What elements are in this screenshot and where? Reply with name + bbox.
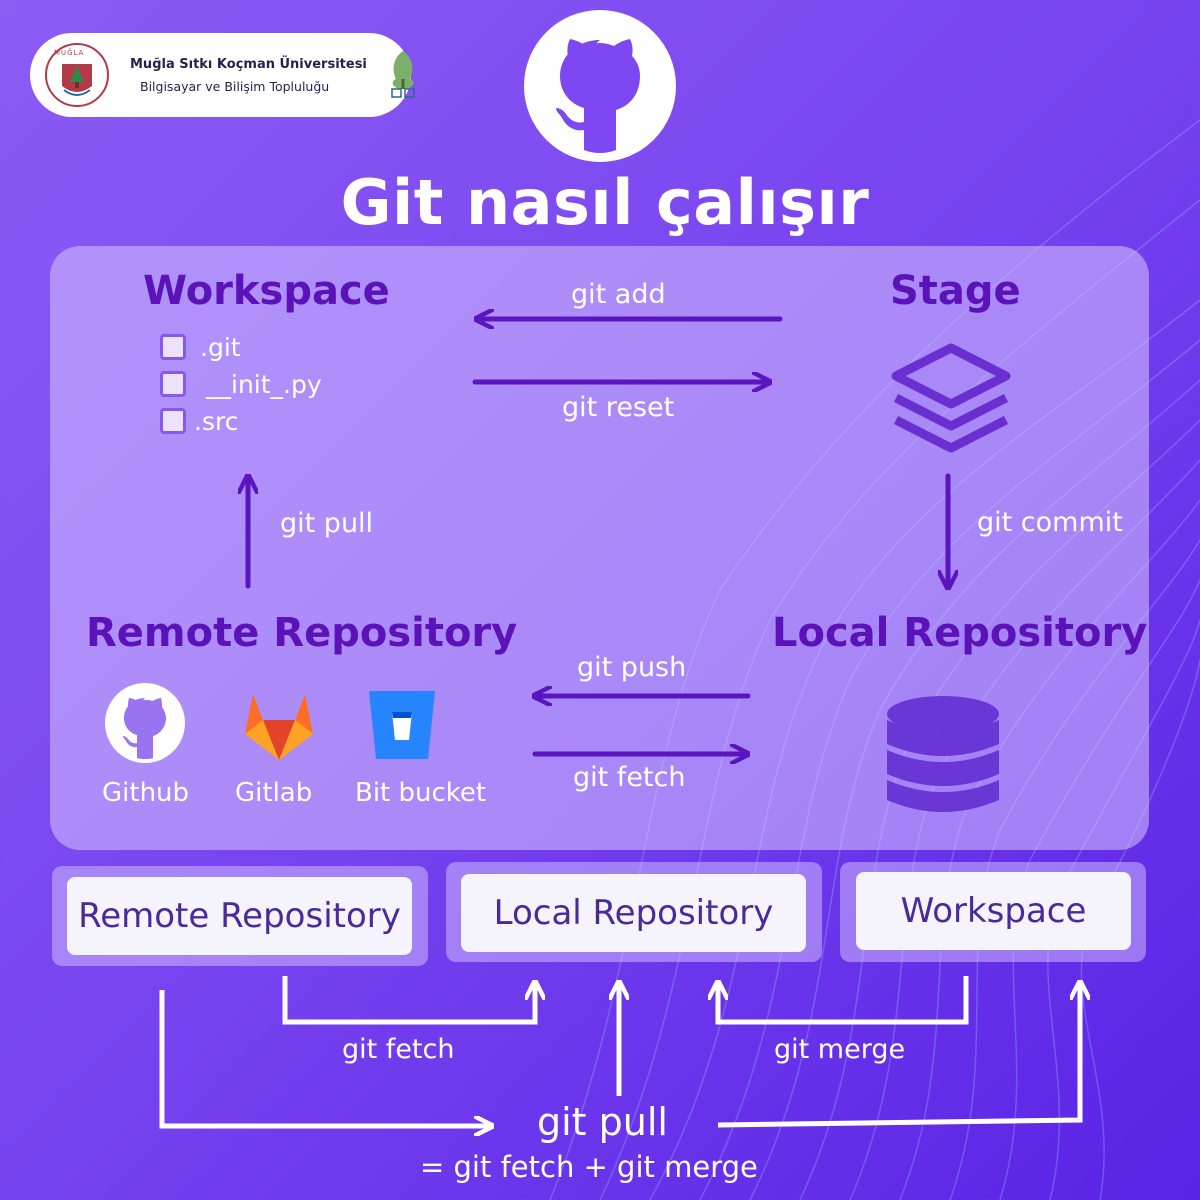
seal-label: MUĞLA bbox=[54, 49, 85, 57]
remote-repository-heading: Remote Repository bbox=[86, 610, 518, 656]
university-badge: MUĞLA Muğla Sıtkı Koçman Üniversitesi Bi… bbox=[30, 33, 415, 117]
bitbucket-icon bbox=[369, 691, 435, 759]
file-checkbox bbox=[160, 371, 186, 397]
file-checkbox bbox=[160, 408, 186, 434]
stage-layers-icon bbox=[891, 343, 1011, 453]
university-name: Muğla Sıtkı Koçman Üniversitesi bbox=[130, 57, 367, 72]
bottom-git-pull-label: git pull bbox=[537, 1100, 668, 1144]
bottom-git-fetch-label: git fetch bbox=[342, 1034, 455, 1065]
git-pull-formula: = git fetch + git merge bbox=[420, 1150, 758, 1184]
university-seal-icon bbox=[45, 43, 109, 107]
file-checkbox bbox=[160, 334, 186, 360]
page-title: Git nasıl çalışır bbox=[340, 166, 870, 239]
workspace-label: Workspace bbox=[856, 872, 1131, 950]
git-fetch-label: git fetch bbox=[573, 762, 686, 793]
file-name: .git bbox=[200, 332, 241, 362]
gitlab-icon bbox=[245, 694, 313, 760]
file-item: .src bbox=[160, 406, 238, 436]
community-tree-logo-icon bbox=[391, 51, 415, 98]
local-repository-label: Local Repository bbox=[461, 874, 806, 952]
file-item: .git bbox=[160, 332, 241, 362]
git-add-label: git add bbox=[571, 279, 666, 310]
git-reset-label: git reset bbox=[562, 392, 675, 423]
workspace-heading: Workspace bbox=[143, 268, 390, 314]
github-logo-icon bbox=[524, 10, 676, 162]
bottom-pull-left-arrow bbox=[159, 990, 490, 1126]
github-label: Github bbox=[102, 778, 190, 808]
github-icon bbox=[105, 683, 185, 763]
bottom-merge-arrow bbox=[718, 976, 969, 1025]
git-commit-label: git commit bbox=[977, 507, 1123, 538]
git-push-label: git push bbox=[577, 652, 687, 683]
git-pull-label: git pull bbox=[280, 508, 374, 539]
bottom-arrows bbox=[159, 976, 1200, 1160]
remote-repository-label: Remote Repository bbox=[67, 877, 412, 955]
panel-arrows bbox=[0, 0, 1200, 860]
local-repository-heading: Local Repository bbox=[772, 610, 1148, 656]
file-name: .src bbox=[194, 406, 239, 436]
gitlab-label: Gitlab bbox=[235, 778, 313, 808]
community-name: Bilgisayar ve Bilişim Topluluğu bbox=[140, 79, 330, 94]
file-item: __init_.py bbox=[160, 369, 322, 399]
bottom-git-merge-label: git merge bbox=[774, 1034, 906, 1065]
database-icon bbox=[887, 696, 999, 812]
file-name: __init_.py bbox=[206, 369, 322, 399]
bottom-pull-right-arrow bbox=[717, 984, 1080, 1128]
stage-heading: Stage bbox=[890, 268, 1021, 314]
bitbucket-label: Bit bucket bbox=[355, 778, 487, 808]
bottom-fetch-arrow bbox=[282, 976, 535, 1025]
